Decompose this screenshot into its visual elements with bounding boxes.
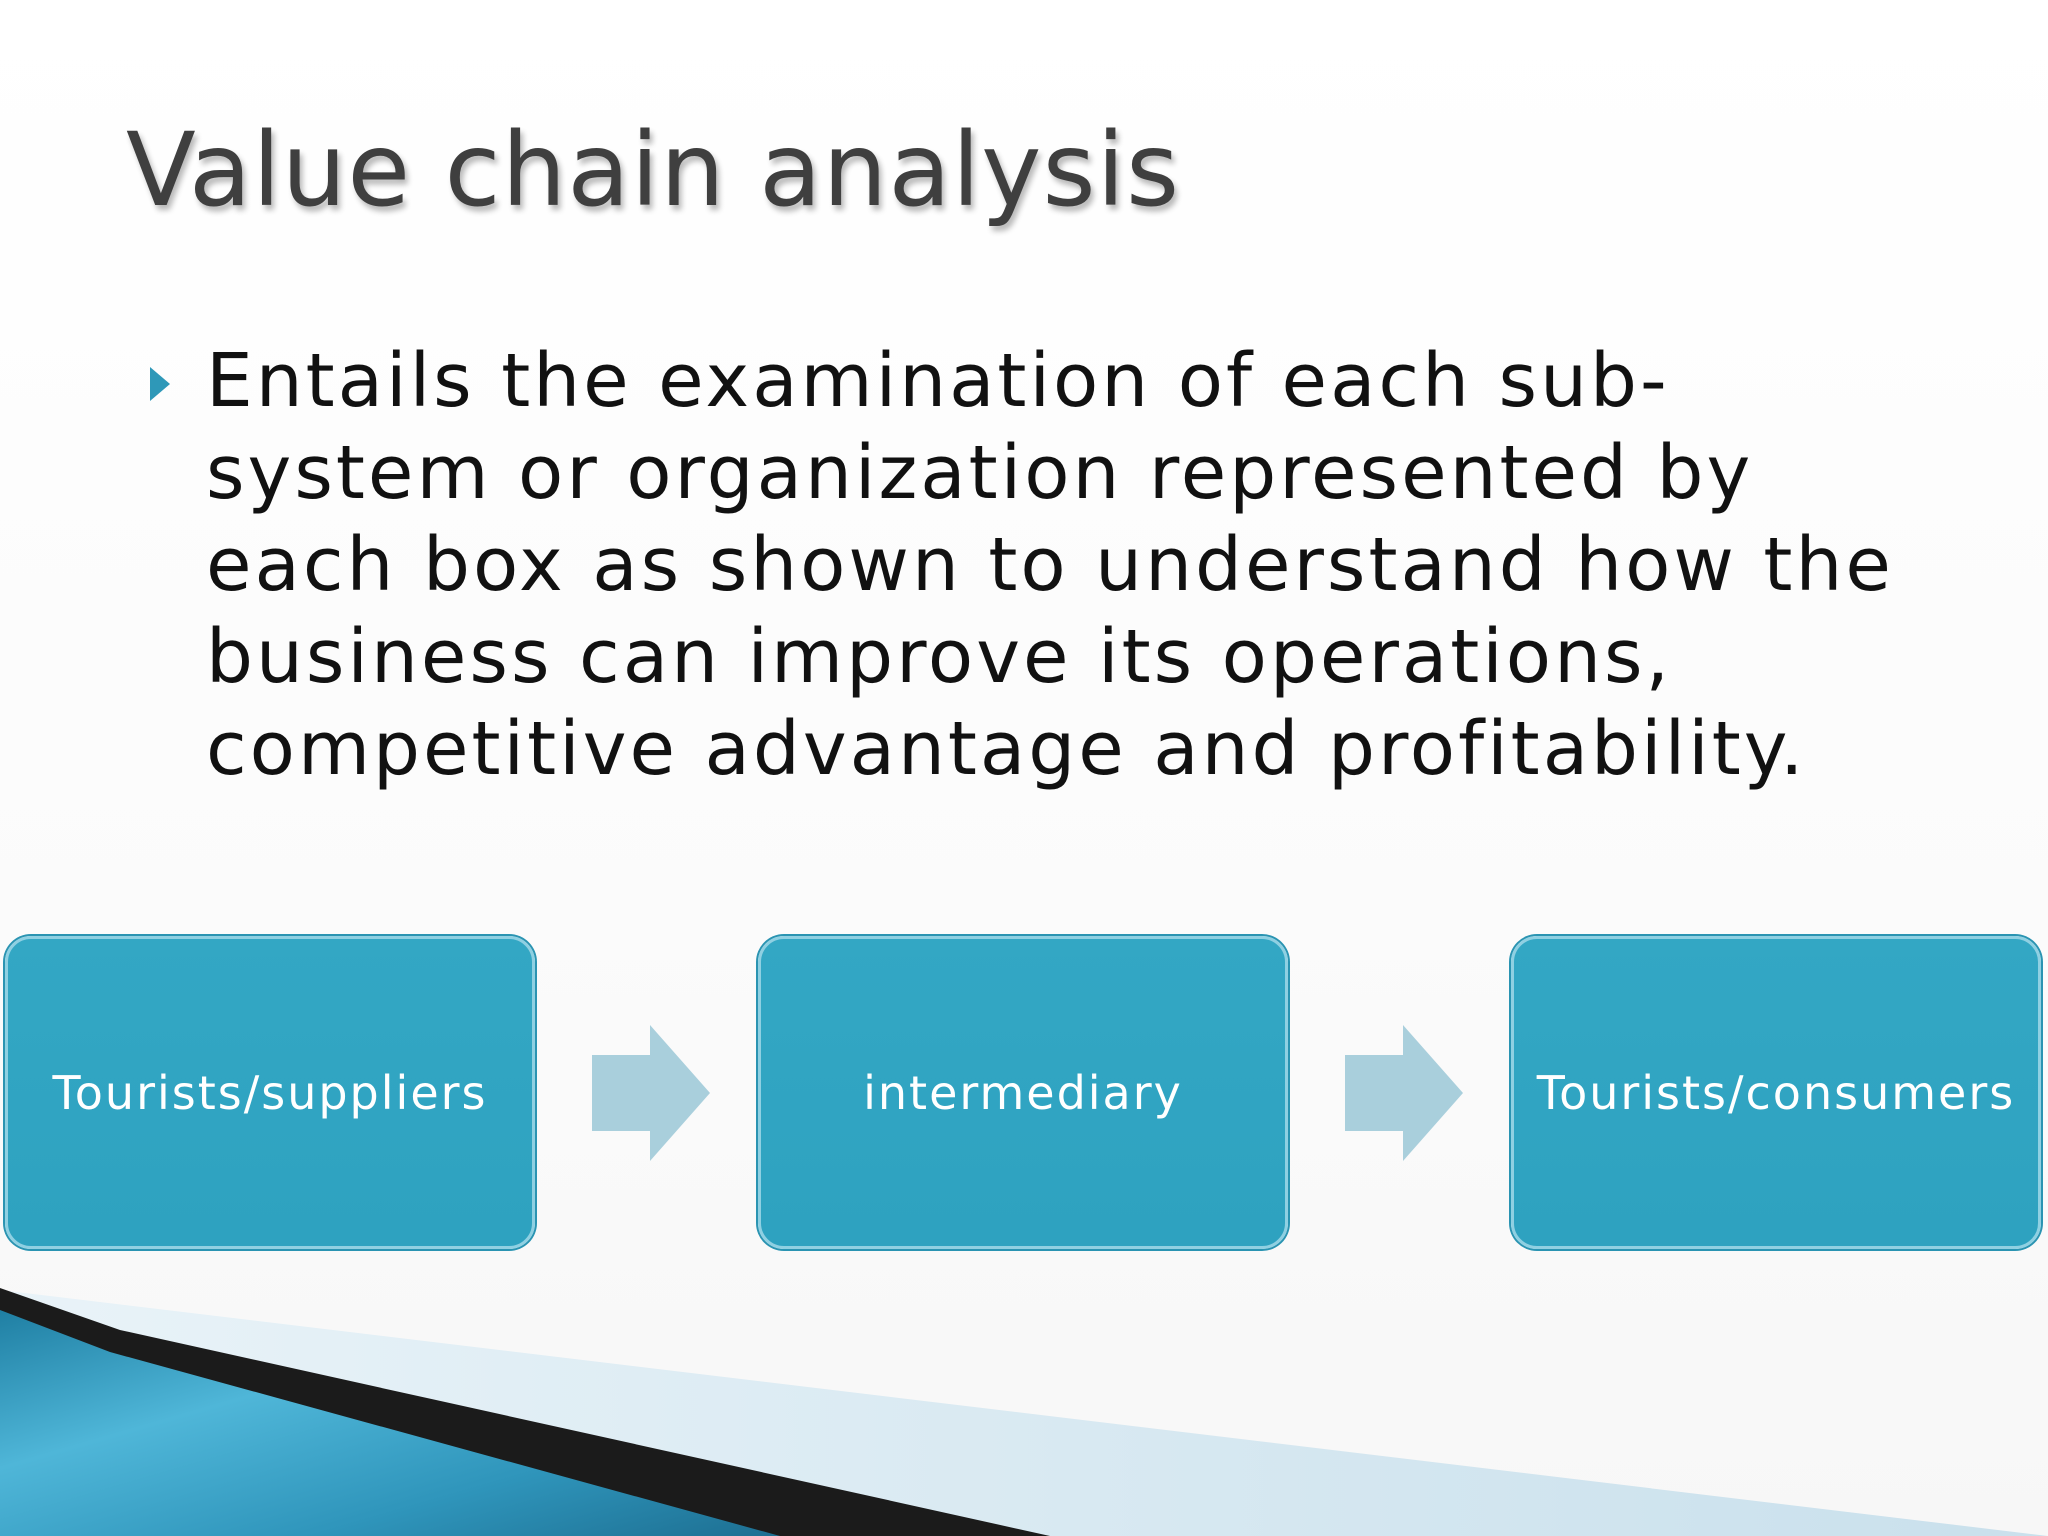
box-intermediary: intermediary bbox=[758, 936, 1288, 1249]
box-label: Tourists/consumers bbox=[1536, 1065, 2016, 1120]
arrow-right-icon bbox=[1345, 1025, 1463, 1161]
value-chain-diagram: Tourists/suppliers intermediary Tourists… bbox=[0, 930, 2048, 1260]
bullet-text: Entails the examination of each sub-syst… bbox=[206, 338, 1894, 792]
arrow-right-icon bbox=[592, 1025, 710, 1161]
bullet-list: Entails the examination of each sub-syst… bbox=[150, 335, 1910, 795]
decorative-swoosh bbox=[0, 1288, 2048, 1536]
slide-title: Value chain analysis bbox=[126, 111, 1181, 230]
triangle-bullet-icon bbox=[150, 367, 170, 401]
box-tourists-suppliers: Tourists/suppliers bbox=[5, 936, 535, 1249]
box-label: intermediary bbox=[863, 1065, 1183, 1120]
box-label: Tourists/suppliers bbox=[52, 1065, 488, 1120]
box-tourists-consumers: Tourists/consumers bbox=[1511, 936, 2041, 1249]
